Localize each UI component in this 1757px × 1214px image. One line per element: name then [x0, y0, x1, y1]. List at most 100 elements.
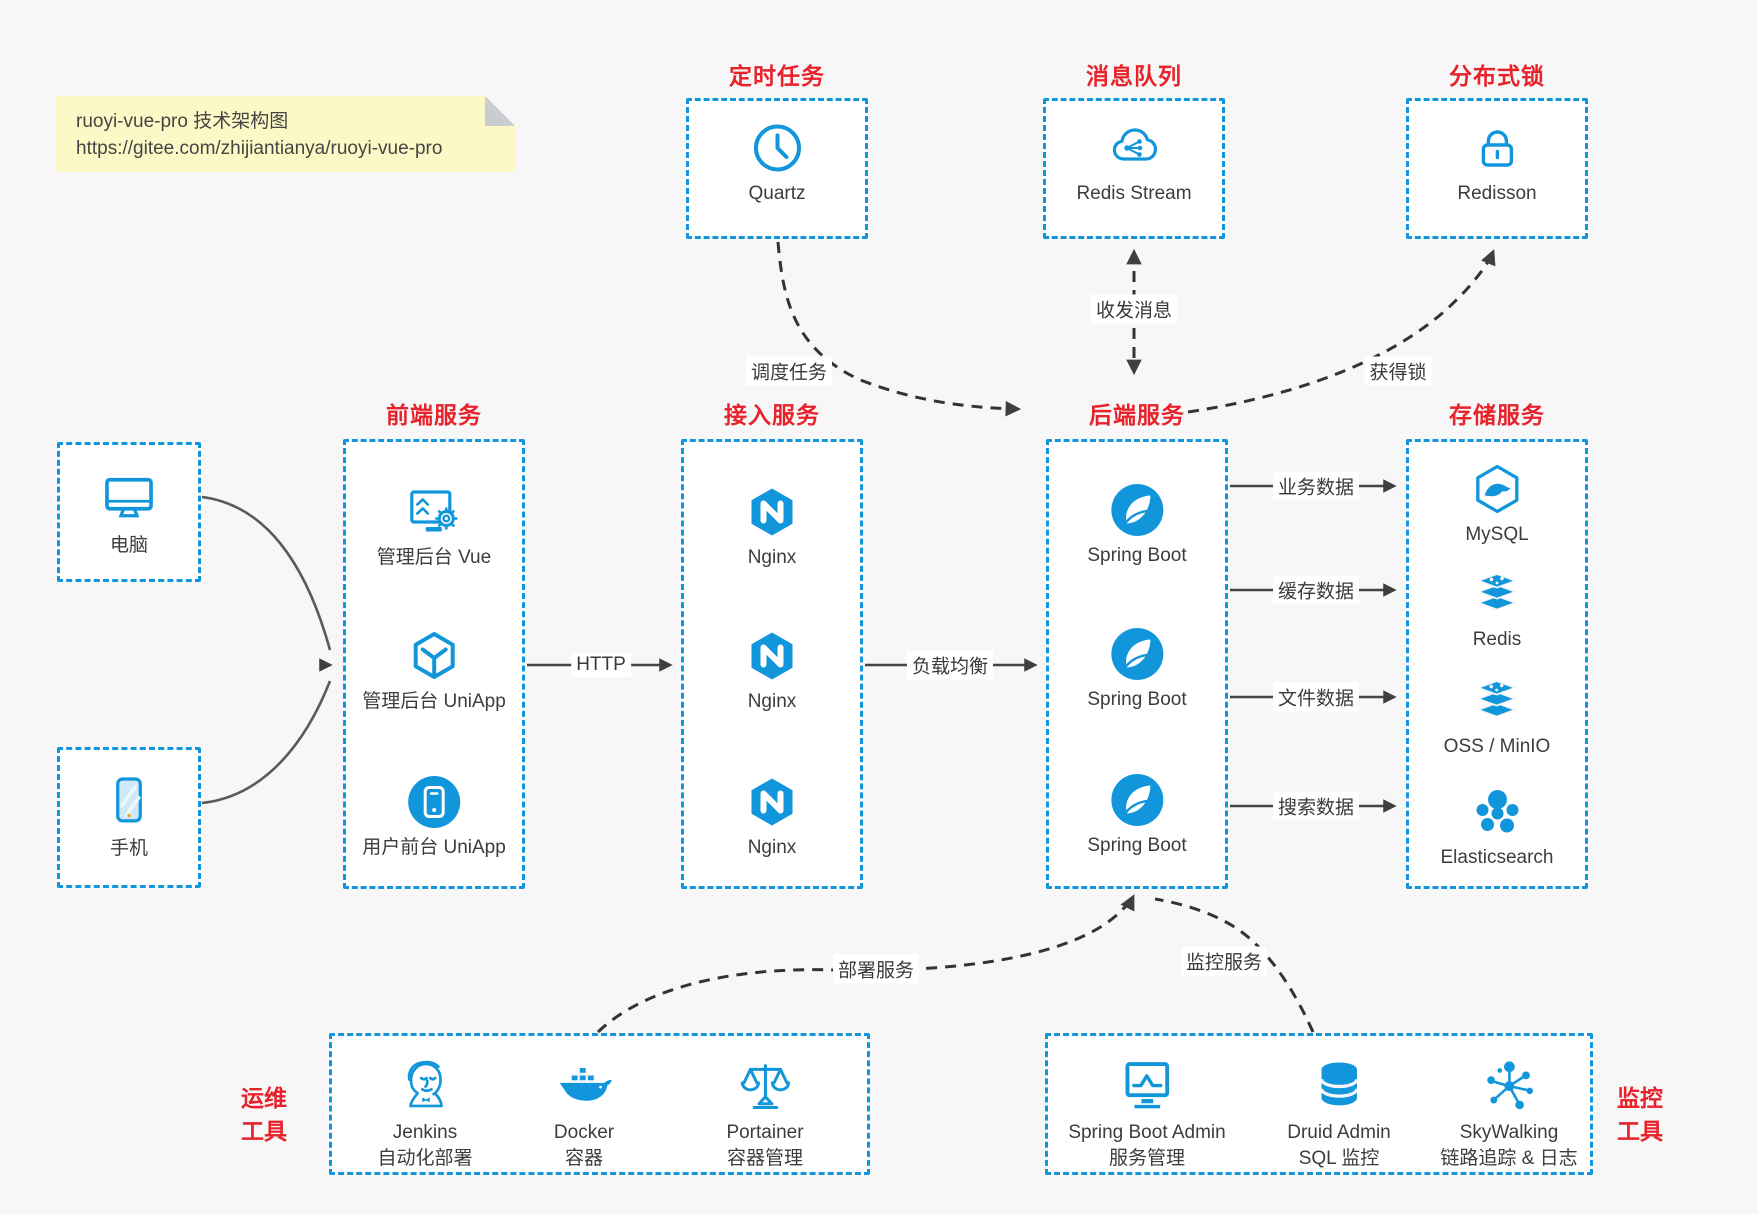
node-label: Redisson [1457, 183, 1537, 204]
node-label: Quartz [748, 183, 806, 204]
node-label: Nginx [747, 837, 797, 858]
node-docker: Docker 容器 [554, 1056, 614, 1170]
edge-acquire-lock [1187, 249, 1496, 414]
group-box-monitor-tools [1045, 1033, 1593, 1175]
group-title-backend: 后端服务 [1089, 402, 1185, 428]
node-admin-uniapp: 管理后台 UniApp [362, 629, 506, 713]
group-title-message-queue: 消息队列 [1086, 63, 1182, 89]
nginx-icon [745, 629, 799, 683]
mysql-icon [1470, 462, 1524, 516]
note-title: ruoyi-vue-pro 技术架构图 [76, 111, 289, 132]
note-url: https://gitee.com/zhijiantianya/ruoyi-vu… [76, 138, 443, 159]
group-title-gateway: 接入服务 [724, 402, 820, 428]
node-skywalking: SkyWalking 链路追踪 & 日志 [1440, 1056, 1578, 1170]
nginx-icon [745, 775, 799, 829]
edge-label-http: HTTP [571, 653, 631, 677]
group-box-distributed-lock [1406, 98, 1588, 239]
node-label: Druid Admin [1287, 1122, 1391, 1143]
node-elasticsearch: Elasticsearch [1441, 785, 1554, 869]
spring-boot-icon [1110, 627, 1164, 681]
smartphone-icon [100, 772, 158, 830]
portainer-icon [736, 1056, 794, 1114]
sticky-note: ruoyi-vue-pro 技术架构图 https://gitee.com/zh… [56, 96, 515, 172]
node-sublabel: SQL 监控 [1298, 1148, 1380, 1169]
node-nginx-1: Nginx [745, 485, 799, 569]
lock-icon [1470, 121, 1524, 175]
group-title-storage: 存储服务 [1449, 402, 1545, 428]
group-box-client-pc [57, 442, 201, 582]
node-label: Spring Boot [1087, 545, 1187, 566]
edge-label-cache-data: 缓存数据 [1272, 575, 1360, 605]
node-redisson: Redisson [1457, 121, 1537, 205]
edge-phone-to-frontend [201, 680, 332, 805]
group-box-message-queue [1043, 98, 1225, 239]
node-label: Spring Boot [1087, 689, 1187, 710]
node-spring-boot-1: Spring Boot [1087, 483, 1187, 567]
node-sublabel: 容器 [564, 1148, 603, 1169]
edge-label-file-data: 文件数据 [1272, 682, 1360, 712]
group-box-ops-tools [329, 1033, 870, 1175]
node-user-uniapp: 用户前台 UniApp [362, 775, 506, 859]
node-label: 管理后台 Vue [376, 547, 492, 568]
node-label: MySQL [1465, 524, 1529, 545]
node-spring-boot-admin: Spring Boot Admin 服务管理 [1068, 1056, 1226, 1170]
uniapp-cube-icon [407, 629, 461, 683]
jenkins-icon [396, 1056, 454, 1114]
note-fold-corner [485, 96, 515, 126]
node-druid-admin: Druid Admin SQL 监控 [1287, 1056, 1391, 1170]
side-label-ops-tools: 运维 工具 [241, 1085, 287, 1144]
node-label: 电脑 [109, 535, 148, 556]
node-label: 手机 [109, 838, 148, 859]
node-label: Spring Boot Admin [1068, 1122, 1226, 1143]
node-sublabel: 服务管理 [1108, 1148, 1185, 1169]
admin-vue-icon [407, 485, 461, 539]
node-oss-minio: OSS / MinIO [1443, 674, 1551, 758]
side-label-monitor-tools: 监控 工具 [1617, 1085, 1663, 1144]
node-phone: 手机 [100, 772, 158, 860]
node-label: Nginx [747, 691, 797, 712]
edge-label-load-balance: 负载均衡 [906, 650, 994, 680]
node-redis-stream: Redis Stream [1076, 121, 1192, 205]
node-label: Portainer [726, 1122, 804, 1143]
docker-icon [555, 1056, 613, 1114]
edge-label-acquire-lock: 获得锁 [1364, 356, 1432, 386]
node-label: Redis [1472, 629, 1522, 650]
node-sublabel: 链路追踪 & 日志 [1440, 1148, 1578, 1169]
node-sublabel: 容器管理 [726, 1148, 804, 1169]
edge-label-business-data: 业务数据 [1272, 471, 1360, 501]
mobile-app-icon [407, 775, 461, 829]
node-label: Jenkins [392, 1122, 458, 1143]
desktop-icon [100, 469, 158, 527]
edge-pc-to-frontend [201, 495, 332, 651]
node-label: SkyWalking [1459, 1122, 1559, 1143]
node-label: OSS / MinIO [1443, 736, 1551, 757]
node-admin-vue: 管理后台 Vue [377, 485, 491, 569]
node-jenkins: Jenkins 自动化部署 [377, 1056, 473, 1170]
group-title-frontend: 前端服务 [386, 402, 482, 428]
node-spring-boot-2: Spring Boot [1087, 627, 1187, 711]
spring-boot-icon [1110, 483, 1164, 537]
node-label: Nginx [747, 547, 797, 568]
group-title-scheduler: 定时任务 [729, 63, 825, 89]
node-mysql: MySQL [1465, 462, 1529, 546]
node-redis: Redis [1470, 567, 1524, 651]
node-pc: 电脑 [100, 469, 158, 557]
nginx-icon [745, 485, 799, 539]
edge-label-deploy-service: 部署服务 [832, 954, 920, 984]
spring-boot-admin-icon [1118, 1056, 1176, 1114]
clock-icon [750, 121, 804, 175]
skywalking-icon [1480, 1056, 1538, 1114]
edge-label-search-data: 搜索数据 [1272, 791, 1360, 821]
redis-stack-icon [1470, 567, 1524, 621]
spring-boot-icon [1110, 773, 1164, 827]
node-portainer: Portainer 容器管理 [726, 1056, 804, 1170]
node-quartz: Quartz [748, 121, 806, 205]
storage-stack-icon [1470, 674, 1524, 728]
druid-icon [1310, 1056, 1368, 1114]
node-label: Redis Stream [1076, 183, 1192, 204]
node-label: Docker [553, 1122, 615, 1143]
node-label: Elasticsearch [1440, 847, 1554, 868]
node-label: 用户前台 UniApp [362, 837, 506, 858]
elasticsearch-icon [1470, 785, 1524, 839]
